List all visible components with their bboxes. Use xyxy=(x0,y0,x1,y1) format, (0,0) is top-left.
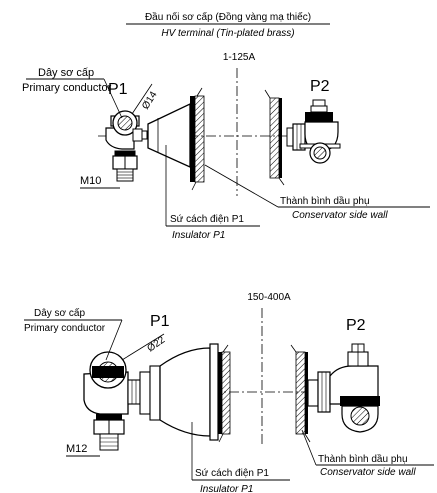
bottom-primary-vi: Dây sơ cấp xyxy=(34,307,85,319)
bottom-wall-en: Conservator side wall xyxy=(320,467,416,478)
bottom-insulator-en: Insulator P1 xyxy=(200,484,253,493)
bottom-primary-en: Primary conductor xyxy=(24,323,106,334)
bottom-range-label: 150-400A xyxy=(247,292,291,303)
top-primary-en: Primary conductor xyxy=(22,82,112,94)
bottom-insulator-vi: Sứ cách điện P1 xyxy=(195,468,269,479)
bottom-diameter-label: Ø22 xyxy=(145,334,167,354)
top-thread-label: M10 xyxy=(80,175,101,187)
top-primary-vi: Dây sơ cấp xyxy=(38,67,94,79)
top-diagram: 1-125A xyxy=(22,52,430,241)
header: Đầu nối sơ cấp (Đồng vàng mạ thiếc) HV t… xyxy=(126,11,330,39)
top-wall-vi: Thành bình dầu phụ xyxy=(280,195,370,207)
bottom-left-wall xyxy=(218,344,231,443)
bottom-p2-label: P2 xyxy=(346,317,366,334)
top-insulator-en: Insulator P1 xyxy=(172,230,225,241)
bottom-thread-label: M12 xyxy=(66,443,87,455)
top-left-wall xyxy=(190,87,205,191)
top-p1-terminal xyxy=(105,110,148,182)
bottom-diagram: 150-400A xyxy=(24,292,434,493)
top-range-label: 1-125A xyxy=(223,52,256,63)
top-right-wall xyxy=(264,89,285,186)
header-title-en: HV terminal (Tin-plated brass) xyxy=(161,28,294,39)
top-diameter-label: Ø14 xyxy=(140,89,160,111)
top-insulator-cone xyxy=(147,102,191,169)
header-title-vi: Đầu nối sơ cấp (Đồng vàng mạ thiếc) xyxy=(145,11,311,23)
top-p2-terminal xyxy=(286,99,341,164)
top-wall-en: Conservator side wall xyxy=(292,210,388,221)
top-p2-label: P2 xyxy=(310,78,330,95)
top-insulator-vi: Sứ cách điện P1 xyxy=(170,214,244,225)
bottom-p1-terminal xyxy=(83,351,141,451)
bottom-p1-label: P1 xyxy=(150,313,170,330)
bottom-right-wall xyxy=(290,344,311,443)
bottom-p2-terminal xyxy=(307,343,380,433)
bottom-insulator-body xyxy=(139,343,219,441)
top-p1-label: P1 xyxy=(108,81,128,98)
bottom-wall-vi: Thành bình dầu phụ xyxy=(318,453,408,465)
